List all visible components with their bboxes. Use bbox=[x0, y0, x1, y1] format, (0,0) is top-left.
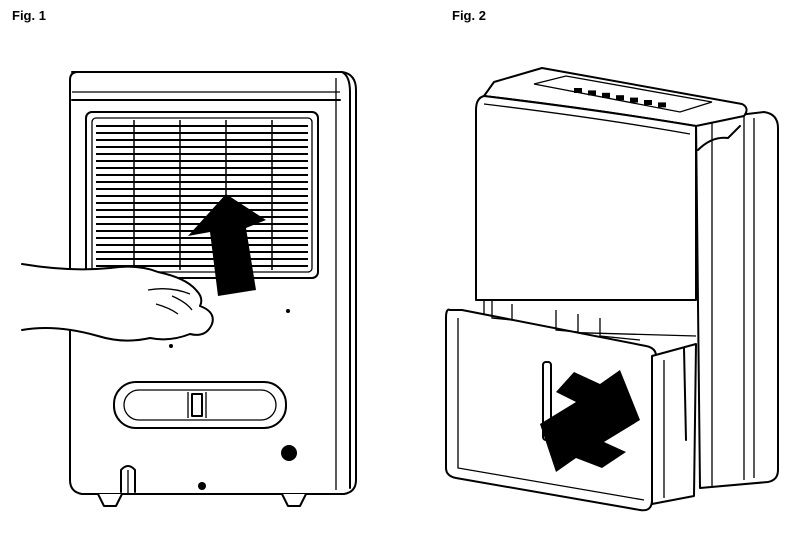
handle-slot bbox=[113, 381, 287, 429]
hand bbox=[21, 263, 214, 342]
dehumidifier-front bbox=[475, 67, 779, 489]
cord-hook bbox=[120, 465, 136, 494]
control-button bbox=[658, 102, 666, 108]
control-button bbox=[588, 90, 596, 96]
control-button bbox=[616, 95, 624, 101]
control-button bbox=[574, 88, 582, 93]
fig1-label: Fig. 1 bbox=[12, 8, 46, 23]
screw-dots bbox=[169, 309, 290, 490]
fig2-label: Fig. 2 bbox=[452, 8, 486, 23]
bidirectional-arrow bbox=[540, 370, 640, 472]
drain-port bbox=[281, 445, 297, 461]
feet bbox=[97, 493, 307, 507]
control-button bbox=[644, 100, 652, 105]
control-panel bbox=[533, 75, 713, 113]
control-button bbox=[602, 92, 610, 98]
control-button bbox=[630, 97, 638, 103]
up-arrow bbox=[188, 194, 266, 296]
